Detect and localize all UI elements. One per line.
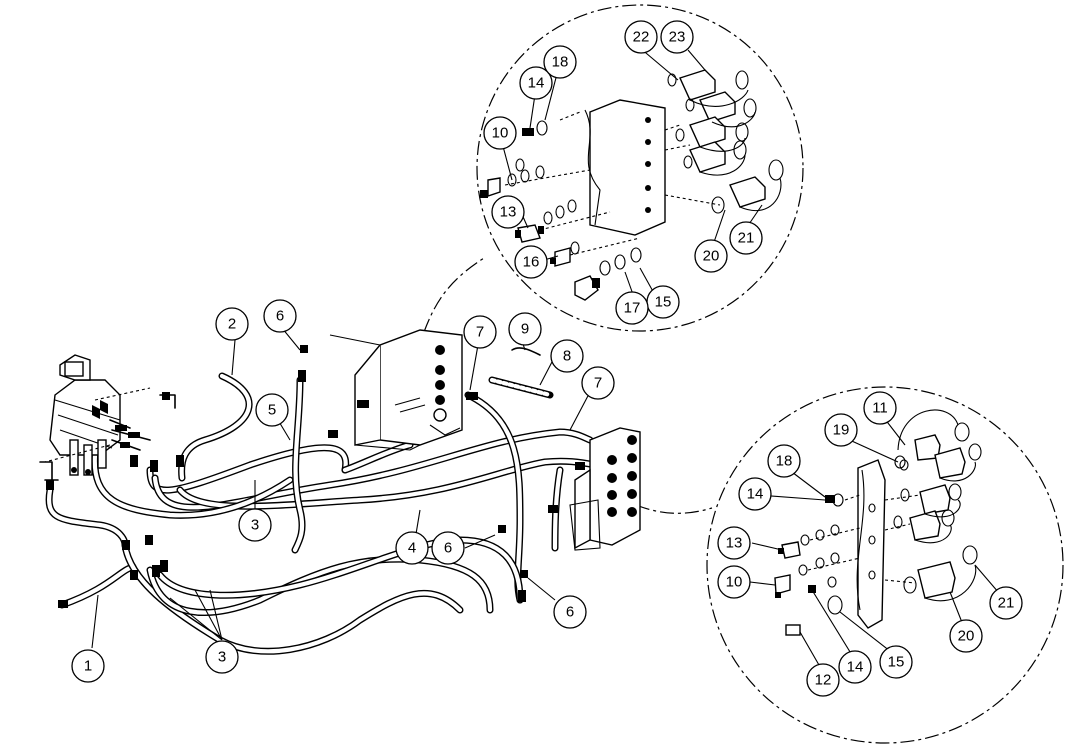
callout-b14b: 14: [838, 650, 872, 684]
fitting-cluster-lower: [58, 455, 184, 608]
mounting-bracket-center: [329, 329, 478, 451]
callout-label: 22: [633, 29, 650, 46]
detail-leader-bottom: [635, 504, 713, 514]
detail-circle-top: [476, 4, 804, 332]
callout-b15: 15: [879, 645, 913, 679]
detail-bottom-parts: [774, 409, 982, 636]
callout-label: 12: [815, 672, 832, 689]
callout-b18: 18: [767, 444, 801, 478]
control-valve-block: [39, 354, 176, 490]
callout-c6a: 6: [263, 299, 297, 333]
callout-label: 20: [958, 628, 975, 645]
callout-t22: 22: [624, 20, 658, 54]
callout-t14: 14: [519, 66, 553, 100]
callout-c8: 8: [550, 339, 584, 373]
callout-label: 10: [492, 125, 509, 142]
callout-b12: 12: [806, 663, 840, 697]
callout-b21: 21: [989, 586, 1023, 620]
callout-label: 2: [228, 316, 236, 333]
part-8-hose-wrap: [488, 376, 554, 399]
callout-label: 1: [84, 658, 92, 675]
callout-c7a: 7: [463, 315, 497, 349]
callout-label: 7: [476, 324, 484, 341]
callout-label: 13: [500, 204, 517, 221]
callout-label: 14: [847, 659, 864, 676]
callout-label: 14: [528, 75, 545, 92]
callout-c3a: 3: [238, 508, 272, 542]
detail-top-parts: [480, 69, 784, 301]
callout-b13: 13: [717, 526, 751, 560]
callout-label: 14: [747, 486, 764, 503]
hose-3-b: [146, 555, 494, 616]
callout-c4: 4: [395, 531, 429, 565]
callout-t18: 18: [543, 45, 577, 79]
callout-label: 19: [833, 422, 850, 439]
callout-label: 15: [655, 294, 672, 311]
callout-c1: 1: [71, 649, 105, 683]
callout-label: 3: [251, 517, 259, 534]
callout-t16: 16: [514, 245, 548, 279]
callout-t20: 20: [694, 239, 728, 273]
callout-label: 18: [552, 54, 569, 71]
callout-label: 21: [998, 595, 1015, 612]
callout-b14a: 14: [738, 477, 772, 511]
callout-label: 7: [594, 375, 602, 392]
callout-c9: 9: [508, 312, 542, 346]
callout-label: 6: [276, 308, 284, 325]
callout-label: 20: [703, 248, 720, 265]
callout-t21: 21: [729, 221, 763, 255]
part-9-clip: [511, 347, 541, 356]
callout-c6b: 6: [431, 531, 465, 565]
callout-label: 13: [726, 535, 743, 552]
hose-2: [178, 372, 253, 482]
callout-label: 18: [776, 453, 793, 470]
callout-c2: 2: [215, 307, 249, 341]
hose-group: [45, 372, 599, 655]
callout-label: 21: [738, 230, 755, 247]
callout-label: 6: [566, 604, 574, 621]
callout-label: 16: [523, 254, 540, 271]
callout-layer: 1 2 3 3 4 5 6 6 6 7 7 8 9 10 13 14 15 16…: [71, 20, 1023, 697]
mounting-bracket-right: [298, 345, 641, 602]
callout-t23: 23: [660, 20, 694, 54]
callout-label: 4: [408, 540, 416, 557]
callout-t13: 13: [491, 195, 525, 229]
detail-leader-top: [423, 257, 485, 333]
callout-c3b: 3: [205, 640, 239, 674]
callout-label: 3: [218, 649, 226, 666]
callout-label: 10: [726, 574, 743, 591]
callout-c7b: 7: [581, 366, 615, 400]
callout-t10: 10: [483, 116, 517, 150]
detail-view-top: [476, 4, 804, 332]
callout-b20: 20: [949, 619, 983, 653]
callout-c6c: 6: [553, 595, 587, 629]
callout-label: 6: [444, 540, 452, 557]
callout-label: 17: [624, 300, 641, 317]
detail-circle-bottom: [706, 386, 1064, 744]
callout-b11: 11: [863, 391, 897, 425]
callout-t15: 15: [646, 285, 680, 319]
detail-view-bottom: [706, 386, 1064, 744]
callout-label: 11: [872, 400, 888, 417]
callout-b19: 19: [824, 413, 858, 447]
callout-label: 5: [268, 402, 276, 419]
callout-b10: 10: [717, 565, 751, 599]
callout-label: 8: [563, 348, 571, 365]
callout-label: 23: [669, 29, 686, 46]
callout-label: 9: [521, 321, 529, 338]
callout-t17: 17: [615, 291, 649, 325]
callout-label: 15: [888, 654, 905, 671]
callout-c5: 5: [255, 393, 289, 427]
